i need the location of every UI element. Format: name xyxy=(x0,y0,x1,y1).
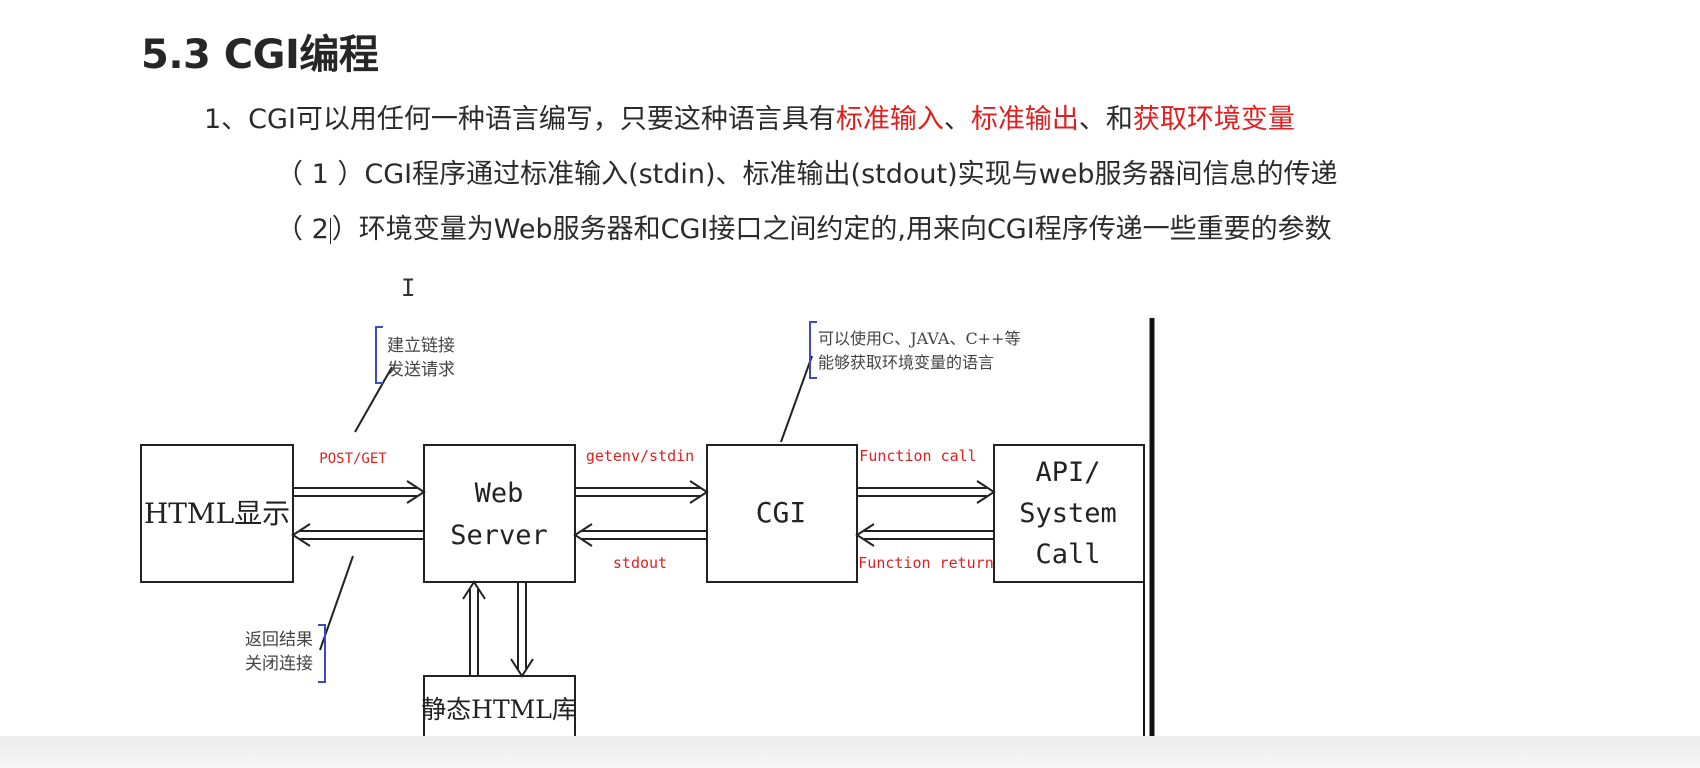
arrow-cgi-to-api xyxy=(857,480,996,504)
arrow-web-to-static xyxy=(510,582,534,678)
note-connect: 建立链接 发送请求 xyxy=(354,326,455,433)
box-static-html: 静态HTML库 xyxy=(421,675,577,743)
box-static-html-label: 静态HTML库 xyxy=(421,695,577,724)
label-post-get: POST/GET xyxy=(319,451,387,467)
sub-point-2-b: ）环境变量为Web服务器和CGI接口之间约定的,用来向CGI程序传递一些重要的参… xyxy=(331,214,1332,245)
sub-point-2-a: （ 2 xyxy=(276,214,329,245)
highlight-stdin: 标准输入 xyxy=(835,104,944,135)
point-1-sep-2: 、和 xyxy=(1078,104,1133,135)
label-function-call: Function call xyxy=(859,447,976,465)
box-web-server: Web Server xyxy=(423,444,576,583)
note-languages-line-2: 能够获取环境变量的语言 xyxy=(818,353,994,372)
point-1-text: 1、CGI可以用任何一种语言编写，只要这种语言具有 xyxy=(204,104,836,135)
note-return-line-2: 关闭连接 xyxy=(245,654,313,674)
box-html-display-label: HTML显示 xyxy=(144,497,290,530)
bottom-bar xyxy=(0,736,1700,768)
box-web-server-label-2: Server xyxy=(450,520,548,551)
point-1-sep-1: 、 xyxy=(943,104,971,135)
box-api-label-1: API/ xyxy=(1035,457,1100,488)
box-api-label-3: Call xyxy=(1035,539,1100,570)
sub-point-1: （ 1 ）CGI程序通过标准输入(stdin)、标准输出(stdout)实现与w… xyxy=(276,159,1338,190)
text-caret xyxy=(329,217,331,244)
note-connect-line-1: 建立链接 xyxy=(387,336,455,356)
box-html-display: HTML显示 xyxy=(140,444,294,583)
label-stdout: stdout xyxy=(613,554,667,572)
arrow-cgi-to-web xyxy=(573,523,707,547)
i-beam-cursor-icon: I xyxy=(401,274,416,302)
box-api-label-2: System xyxy=(1019,498,1117,529)
slide-title: 5.3 CGI编程 xyxy=(141,32,379,78)
arrow-static-to-web xyxy=(462,580,486,676)
highlight-env: 获取环境变量 xyxy=(1132,104,1295,135)
box-cgi-label: CGI xyxy=(756,496,807,529)
point-1: 1、CGI可以用任何一种语言编写，只要这种语言具有标准输入、标准输出、和获取环境… xyxy=(204,97,1295,136)
label-function-return: Function return xyxy=(858,554,993,572)
note-languages-line-1: 可以使用C、JAVA、C++等 xyxy=(818,329,1021,348)
highlight-stdout: 标准输出 xyxy=(970,104,1079,135)
note-return: 返回结果 关闭连接 xyxy=(245,555,354,683)
note-languages: 可以使用C、JAVA、C++等 能够获取环境变量的语言 xyxy=(780,321,1021,443)
arrow-html-to-web xyxy=(293,480,426,504)
arrow-web-to-cgi xyxy=(575,480,709,504)
box-cgi: CGI xyxy=(706,444,858,583)
arrow-web-to-html xyxy=(291,523,424,547)
note-connect-line-2: 发送请求 xyxy=(387,360,455,380)
arrow-api-to-cgi xyxy=(855,523,994,547)
note-return-line-1: 返回结果 xyxy=(245,630,313,650)
sub-point-2: （ 2）环境变量为Web服务器和CGI接口之间约定的,用来向CGI程序传递一些重… xyxy=(276,207,1332,246)
box-web-server-label-1: Web xyxy=(475,478,524,509)
label-getenv-stdin: getenv/stdin xyxy=(586,447,694,465)
box-api-system-call: API/ System Call xyxy=(993,444,1145,583)
